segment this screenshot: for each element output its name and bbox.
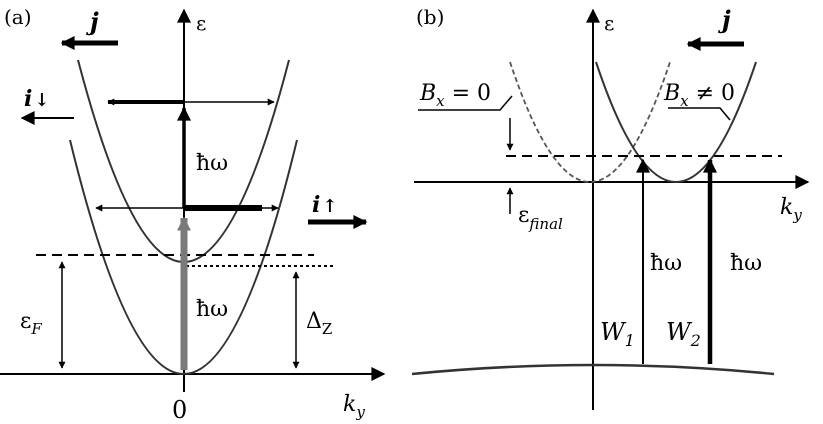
spin-current-up-label: i↑ xyxy=(312,192,337,218)
zeeman-label: ΔZ xyxy=(306,309,332,338)
field-zero-pointer xyxy=(418,95,513,111)
current-j-a: j xyxy=(86,7,99,36)
photon-lower-label: ħω xyxy=(196,297,228,322)
current-j-b: j xyxy=(718,5,731,34)
energy-axis-a-label: ε xyxy=(196,11,206,35)
lower-spin-branch xyxy=(69,139,298,375)
field-nonzero-pointer xyxy=(668,107,731,121)
photon-1-label: ħω xyxy=(650,251,682,276)
spin-current-down-label: i↓ xyxy=(24,86,49,112)
origin-label: 0 xyxy=(172,396,187,424)
fermi-energy-label: εF xyxy=(20,309,42,338)
panel-a-tag: (a) xyxy=(4,5,32,29)
field-nonzero-label: Bx ≠ 0 xyxy=(663,81,735,110)
valence-band xyxy=(411,363,775,376)
rate-w1-label: W1 xyxy=(600,318,635,350)
photon-2-label: ħω xyxy=(730,251,762,276)
panel-a: (a) ε ky 0 εF ΔZ ħω ħω j i↓ i↑ xyxy=(0,5,386,424)
parabola-bx-zero xyxy=(509,61,671,183)
field-zero-label: Bx = 0 xyxy=(419,81,491,110)
energy-axis-b-label: ε xyxy=(604,11,614,35)
panel-b: (b) ε ky εfinal Bx = 0 Bx ≠ 0 ħω ħω W1 W… xyxy=(411,5,810,410)
photon-upper-label: ħω xyxy=(196,151,228,176)
k-axis-b-label: ky xyxy=(780,195,802,224)
k-axis-a-label: ky xyxy=(343,392,365,421)
final-energy-label: εfinal xyxy=(518,203,563,233)
rate-w2-label: W2 xyxy=(666,318,701,350)
parabola-bx-nonzero xyxy=(595,61,757,183)
panel-b-tag: (b) xyxy=(416,5,444,29)
